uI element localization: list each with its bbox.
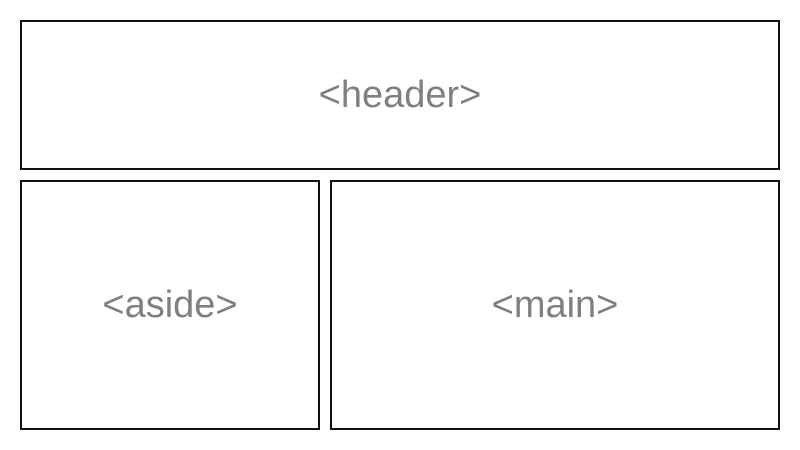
aside-region-label: <aside> [102,284,238,326]
main-region-box: <main> [330,180,780,430]
header-region-label: <header> [318,74,482,116]
header-region-box: <header> [20,20,780,170]
main-region-label: <main> [491,284,619,326]
aside-region-box: <aside> [20,180,320,430]
